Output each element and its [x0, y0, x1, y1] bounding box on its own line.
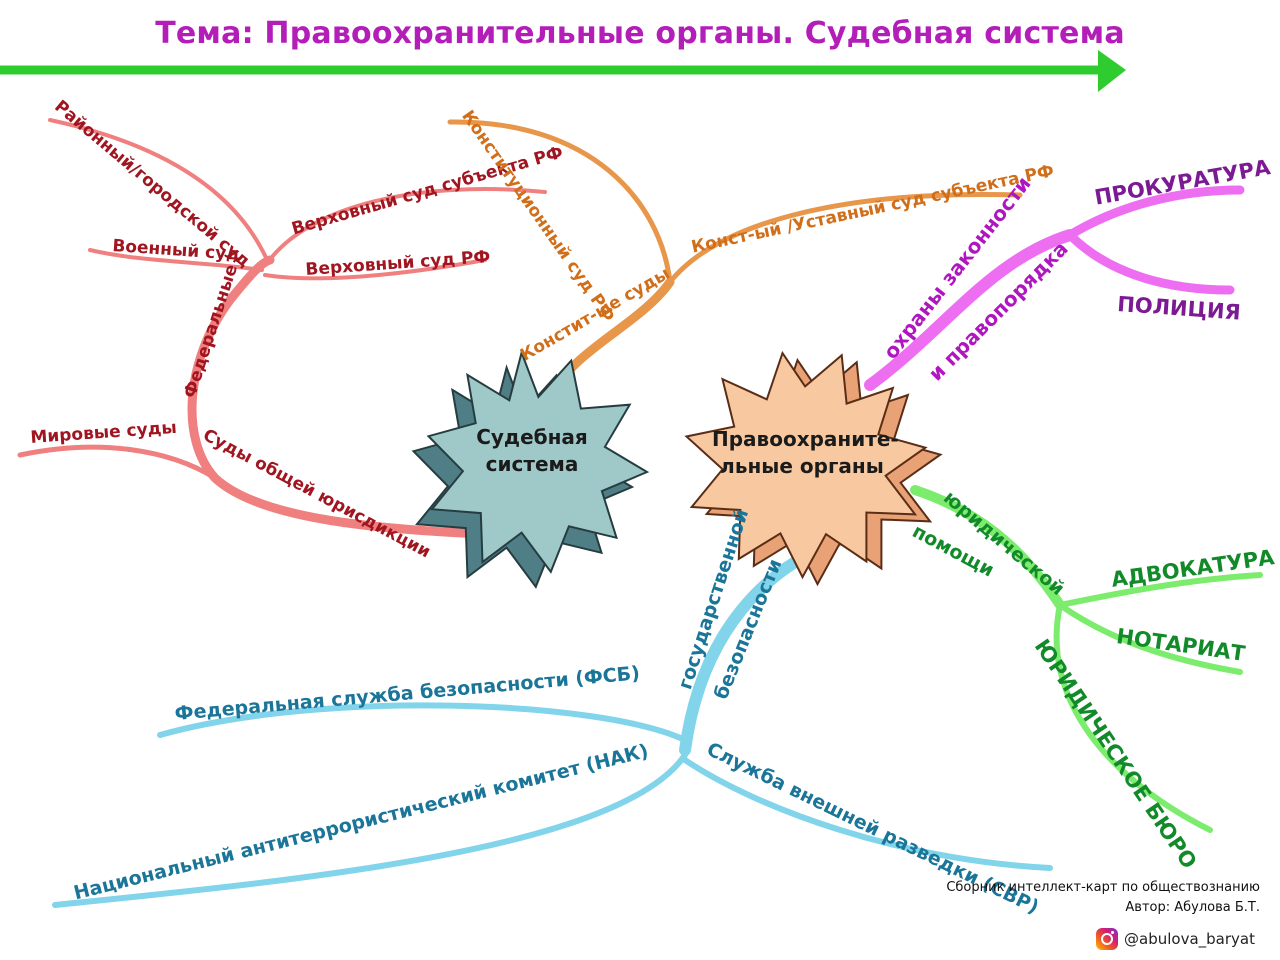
court-system-hub — [411, 349, 650, 589]
page-title: Тема: Правоохранительные органы. Судебна… — [155, 16, 1125, 51]
title-arrow — [0, 50, 1126, 92]
court-hub-label: Судебная система — [452, 424, 612, 478]
credits-line1: Сборник интеллект-карт по обществознанию — [946, 880, 1260, 895]
red-branch — [17, 118, 547, 540]
court-hub-line2: система — [485, 452, 579, 476]
law-hub-line1: Правоохраните- — [712, 427, 899, 451]
law-enforcement-hub — [684, 350, 943, 587]
instagram-text: @abulova_baryat — [1124, 930, 1255, 948]
green-branch — [910, 485, 1263, 833]
law-hub-label: Правоохраните- льные органы — [712, 426, 899, 480]
instagram-handle[interactable]: @abulova_baryat — [1096, 928, 1255, 950]
credits: Сборник интеллект-карт по обществознанию… — [946, 878, 1260, 918]
credits-line2: Автор: Абулова Б.Т. — [1125, 900, 1260, 915]
court-hub-line1: Судебная — [476, 425, 588, 449]
law-hub-line2: льные органы — [720, 454, 884, 478]
magenta-branch — [864, 185, 1245, 391]
instagram-icon — [1096, 928, 1118, 950]
